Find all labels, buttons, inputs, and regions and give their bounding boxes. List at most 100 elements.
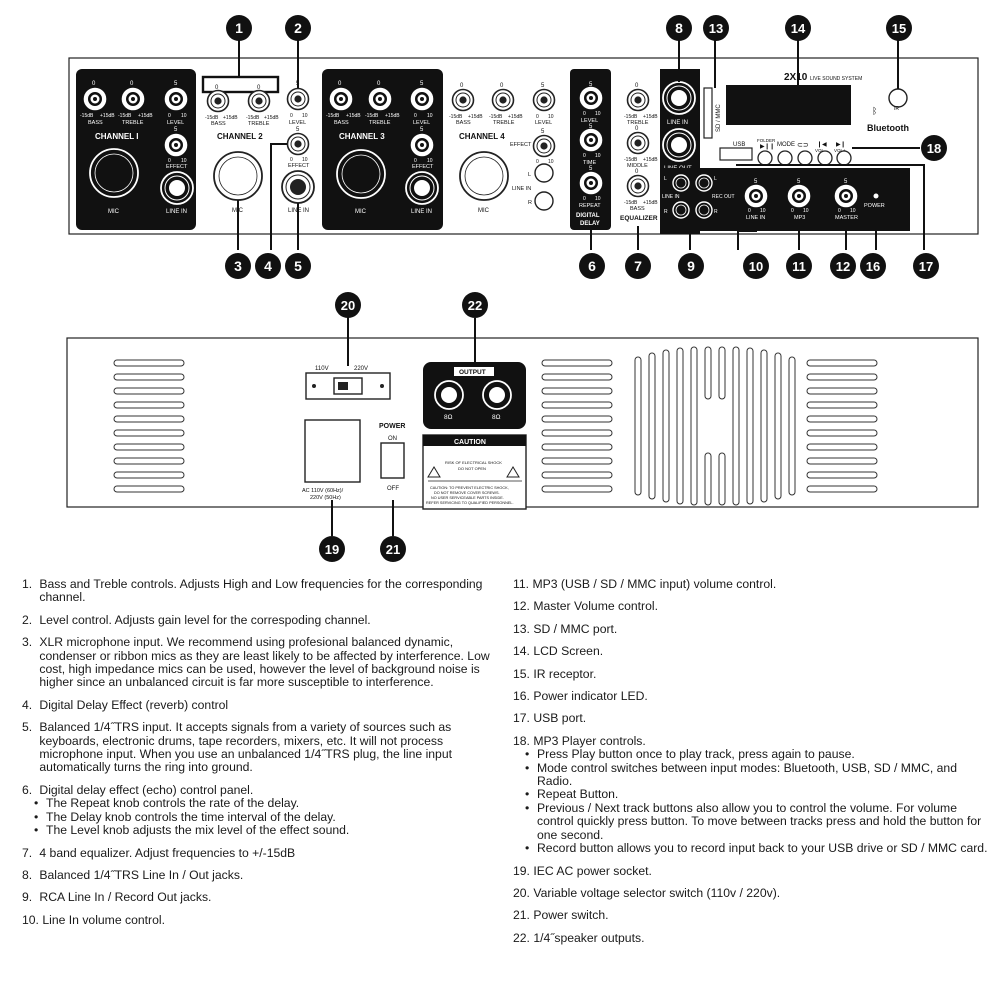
eq-treble-max: 0 xyxy=(635,83,639,89)
ch1-bass-max: 0 xyxy=(92,81,96,87)
usb-port[interactable] xyxy=(719,147,753,161)
legend-item: 19. IEC AC power socket. xyxy=(513,864,991,878)
ch4-line-in-l-rca[interactable] xyxy=(534,163,554,183)
ch3-effect-ten: 10 xyxy=(427,158,433,164)
master-volume-knob[interactable] xyxy=(834,184,858,208)
repeat-icon: ⊂⊃ xyxy=(797,142,809,149)
eq-treble-knob[interactable] xyxy=(626,88,650,112)
mode-label: MODE xyxy=(777,142,795,148)
legend-item: 14. LCD Screen. xyxy=(513,644,991,659)
rca-rec-out-l[interactable] xyxy=(695,174,713,192)
folder-label: FOLDER xyxy=(757,138,776,143)
line-out-trs-jack[interactable] xyxy=(662,128,696,162)
prev-track-button[interactable] xyxy=(817,150,833,166)
ch4-line-in-label: LINE IN xyxy=(512,186,531,192)
ch1-line-in-label: LINE IN xyxy=(166,209,187,215)
line-in-vol-max: 5 xyxy=(754,179,758,185)
ch2-treble-knob[interactable] xyxy=(247,89,271,113)
legend-number: 21. xyxy=(513,908,530,923)
ch2-line-in-jack[interactable] xyxy=(281,170,315,204)
legend-number: 9. xyxy=(22,890,33,905)
ch4-mic-xlr-input[interactable] xyxy=(459,151,509,201)
ch2-level-knob[interactable] xyxy=(286,87,310,111)
next-track-button[interactable] xyxy=(836,150,852,166)
play-pause-button[interactable] xyxy=(757,150,773,166)
ch4-bass-knob[interactable] xyxy=(451,88,475,112)
legend-text: USB port. xyxy=(533,711,587,726)
ch2-bass-min: -15dB xyxy=(205,115,219,121)
eq-bass-max: 0 xyxy=(635,169,639,175)
legend-number: 6. xyxy=(22,782,33,797)
power-led-label: POWER xyxy=(864,203,885,209)
rca-rec-out-r[interactable] xyxy=(695,201,713,219)
ch1-mic-xlr-input[interactable] xyxy=(89,148,139,198)
delay-repeat-ten: 10 xyxy=(595,196,601,202)
eq-treble-min: -15dB xyxy=(624,114,638,120)
ch4-level-knob[interactable] xyxy=(532,88,556,112)
ch1-treble-plus: +15dB xyxy=(138,113,153,119)
ch4-treble-label: TREBLE xyxy=(493,120,515,126)
delay-repeat-knob[interactable] xyxy=(579,171,603,195)
power-switch[interactable] xyxy=(380,442,405,479)
mp3-volume-knob[interactable] xyxy=(787,184,811,208)
delay-time-zero: 0 xyxy=(583,153,586,159)
ch1-line-in-jack[interactable] xyxy=(160,171,194,205)
equalizer-section: 0 -15dB +15dB TREBLE 0 -15dB +15dB MIDDL… xyxy=(620,83,658,222)
delay-title-line1: DIGITAL xyxy=(576,213,600,219)
mp3-vol-zero: 0 xyxy=(791,208,794,214)
mode-button[interactable] xyxy=(777,150,793,166)
callout-9: 9 xyxy=(678,253,704,279)
bluetooth-label: Bluetooth xyxy=(867,123,909,133)
sd-mmc-slot[interactable] xyxy=(703,87,713,139)
eq-middle-knob[interactable] xyxy=(626,131,650,155)
eq-bass-knob[interactable] xyxy=(626,174,650,198)
eq-treble-label: TREBLE xyxy=(627,120,649,126)
legend-text: Digital delay effect (echo) control pane… xyxy=(39,782,254,797)
ch4-line-in-r-rca[interactable] xyxy=(534,191,554,211)
legend-number: 22. xyxy=(513,930,530,945)
rca-line-in-r[interactable] xyxy=(672,201,690,219)
ch3-treble-knob[interactable] xyxy=(368,87,392,111)
master-vol-max: 5 xyxy=(844,179,848,185)
ch3-mic-xlr-input[interactable] xyxy=(336,149,386,199)
line-in-volume-knob[interactable] xyxy=(744,184,768,208)
legend-text: Variable voltage selector switch (110v /… xyxy=(533,885,781,900)
ch3-bass-knob[interactable] xyxy=(329,87,353,111)
legend-text: LCD Screen. xyxy=(533,644,604,659)
front-panel: 0 0 5 -15dB +15dB BASS -15dB +15dB TREBL… xyxy=(68,57,979,235)
line-in-trs-jack[interactable] xyxy=(662,81,696,115)
delay-level-ten: 10 xyxy=(595,111,601,117)
delay-title-line2: DELAY xyxy=(580,221,600,227)
ch3-effect-max: 5 xyxy=(420,127,424,133)
ch3-effect-knob[interactable] xyxy=(410,133,434,157)
eq-middle-max: 0 xyxy=(635,126,639,132)
ch2-bass-knob[interactable] xyxy=(206,89,230,113)
legend-text: Master Volume control. xyxy=(533,599,658,614)
ch4-effect-knob[interactable] xyxy=(532,134,556,158)
delay-time-knob[interactable] xyxy=(579,128,603,152)
rca-line-in-l[interactable] xyxy=(672,174,690,192)
ch4-treble-knob[interactable] xyxy=(491,88,515,112)
callout-12-number: 12 xyxy=(836,259,850,274)
iec-ac-socket[interactable] xyxy=(304,419,361,483)
callout-20-number: 20 xyxy=(341,298,355,313)
ch1-level-knob[interactable] xyxy=(164,87,188,111)
ch4-effect-label: EFFECT xyxy=(510,142,532,148)
ch4-bass-max: 0 xyxy=(460,83,464,89)
ch3-level-knob[interactable] xyxy=(410,87,434,111)
delay-time-max: 5 xyxy=(589,124,593,130)
ch3-level-zero: 0 xyxy=(414,113,417,119)
master-vol-label: MASTER xyxy=(835,215,858,221)
channel-3-section: 0 0 5 -15dB +15dB BASS -15dB +15dB TREBL… xyxy=(322,69,443,230)
ch1-bass-knob[interactable] xyxy=(83,87,107,111)
repeat-button[interactable] xyxy=(797,150,813,166)
legend-left-column: 1. Bass and Treble controls. Adjusts Hig… xyxy=(22,577,500,936)
ch1-effect-knob[interactable] xyxy=(164,133,188,157)
ch1-treble-knob[interactable] xyxy=(121,87,145,111)
callout-6: 6 xyxy=(579,253,605,279)
ch2-mic-xlr-input[interactable] xyxy=(213,151,263,201)
ch2-effect-knob[interactable] xyxy=(286,132,310,156)
ch1-effect-ten: 10 xyxy=(181,158,187,164)
delay-level-knob[interactable] xyxy=(579,86,603,110)
ch3-line-in-jack[interactable] xyxy=(405,171,439,205)
